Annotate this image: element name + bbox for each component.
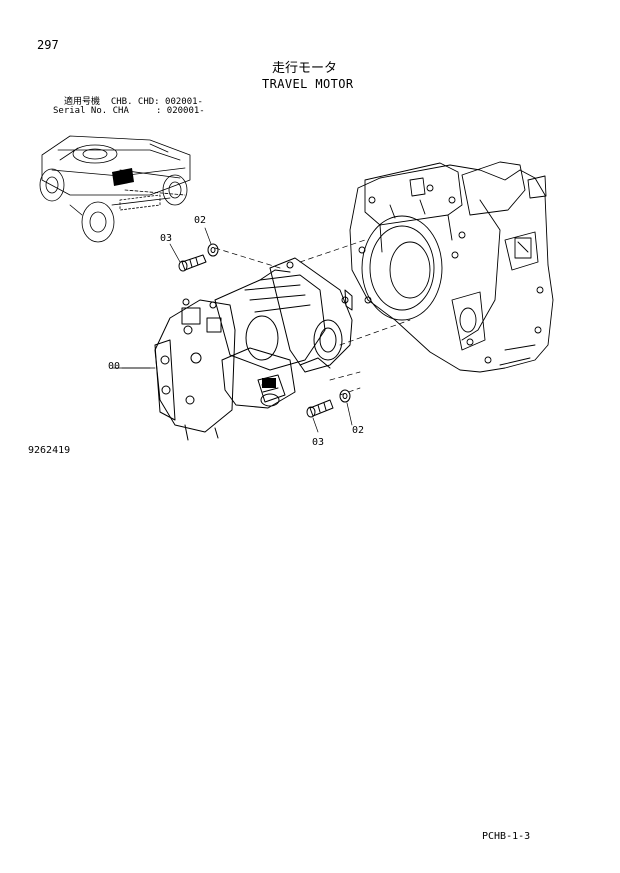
- title-japanese: 走行モータ: [272, 61, 338, 76]
- page-number: 297: [37, 38, 59, 52]
- serial-range-line-2: Serial No. CHA : 020001-: [53, 106, 205, 116]
- callout-00: 00: [108, 361, 121, 372]
- travel-motor-assembly: [154, 257, 353, 441]
- transmission-housing: [349, 161, 554, 373]
- page-title: TRAVEL MOTOR: [262, 77, 354, 91]
- bolt-03-bottom: [306, 399, 334, 418]
- bolt-03-top: [178, 254, 207, 272]
- callout-03-top: 03: [160, 233, 173, 244]
- callout-02-bottom: 02: [352, 425, 365, 436]
- machine-location-thumbnail: [39, 135, 191, 243]
- washer-02-top: [207, 243, 219, 257]
- washer-02-bottom: [339, 389, 351, 403]
- callout-03-bottom: 03: [312, 437, 325, 448]
- callout-leader-lines: [121, 227, 353, 433]
- serial-range-line-1: 適用号機 CHB. CHD: 002001-: [64, 97, 203, 107]
- page-code: PCHB-1-3: [482, 831, 531, 842]
- callout-02-top: 02: [194, 215, 207, 226]
- illustration-number: 9262419: [28, 445, 71, 456]
